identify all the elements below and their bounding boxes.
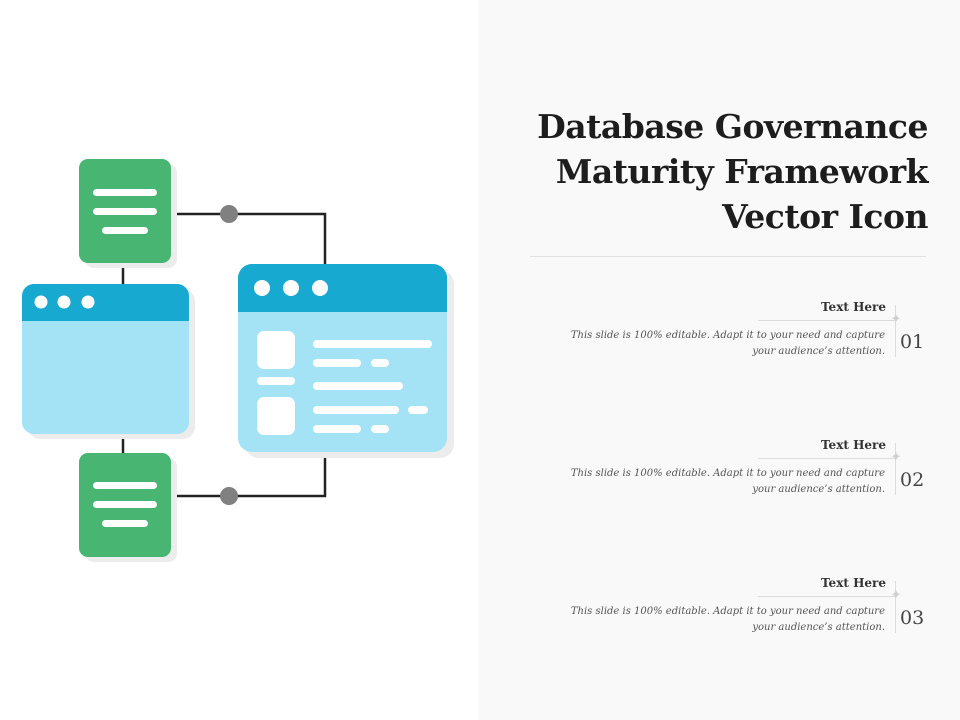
connector-bottom [170, 452, 327, 498]
item-description: This slide is 100% editable. Adapt it to… [525, 466, 885, 498]
diamond-star-icon: ✦ [890, 312, 902, 327]
item-divider [758, 596, 896, 597]
item-number: 02 [900, 469, 925, 491]
title-line-2: Maturity Framework [555, 152, 929, 191]
diamond-star-icon: ✦ [890, 450, 902, 465]
list-item-2: Text Here ✦ This slide is 100% editable.… [530, 438, 930, 518]
title-line-3: Vector Icon [722, 197, 928, 236]
item-description-line-2: your audience’s attention. [752, 484, 885, 495]
document-icon [79, 159, 177, 268]
item-number: 03 [900, 607, 925, 629]
connector-top [170, 212, 327, 266]
connector-node-icon [220, 205, 238, 223]
item-description-line-2: your audience’s attention. [752, 622, 885, 633]
item-description-line-1: This slide is 100% editable. Adapt it to… [570, 330, 885, 341]
item-number: 01 [900, 331, 925, 353]
item-divider [758, 458, 896, 459]
list-item-1: Text Here ✦ This slide is 100% editable.… [530, 300, 930, 380]
item-description: This slide is 100% editable. Adapt it to… [525, 328, 885, 360]
item-vertical-divider [895, 443, 896, 495]
item-description-line-1: This slide is 100% editable. Adapt it to… [570, 606, 885, 617]
title-line-1: Database Governance [537, 107, 928, 146]
item-heading: Text Here [821, 300, 886, 314]
item-heading: Text Here [821, 438, 886, 452]
item-vertical-divider [895, 305, 896, 357]
connector-node-icon [220, 487, 238, 505]
item-divider [758, 320, 896, 321]
title-divider [530, 256, 926, 257]
browser-window-icon [22, 284, 195, 439]
document-icon [79, 453, 177, 562]
browser-window-icon [238, 264, 454, 458]
governance-vector-graphic [22, 159, 454, 562]
item-description-line-1: This slide is 100% editable. Adapt it to… [570, 468, 885, 479]
item-vertical-divider [895, 581, 896, 633]
list-item-3: Text Here ✦ This slide is 100% editable.… [530, 576, 930, 656]
diamond-star-icon: ✦ [890, 588, 902, 603]
item-description-line-2: your audience’s attention. [752, 346, 885, 357]
content-panel [478, 0, 960, 720]
item-description: This slide is 100% editable. Adapt it to… [525, 604, 885, 636]
page-title: Database Governance Maturity Framework V… [508, 104, 928, 239]
item-heading: Text Here [821, 576, 886, 590]
